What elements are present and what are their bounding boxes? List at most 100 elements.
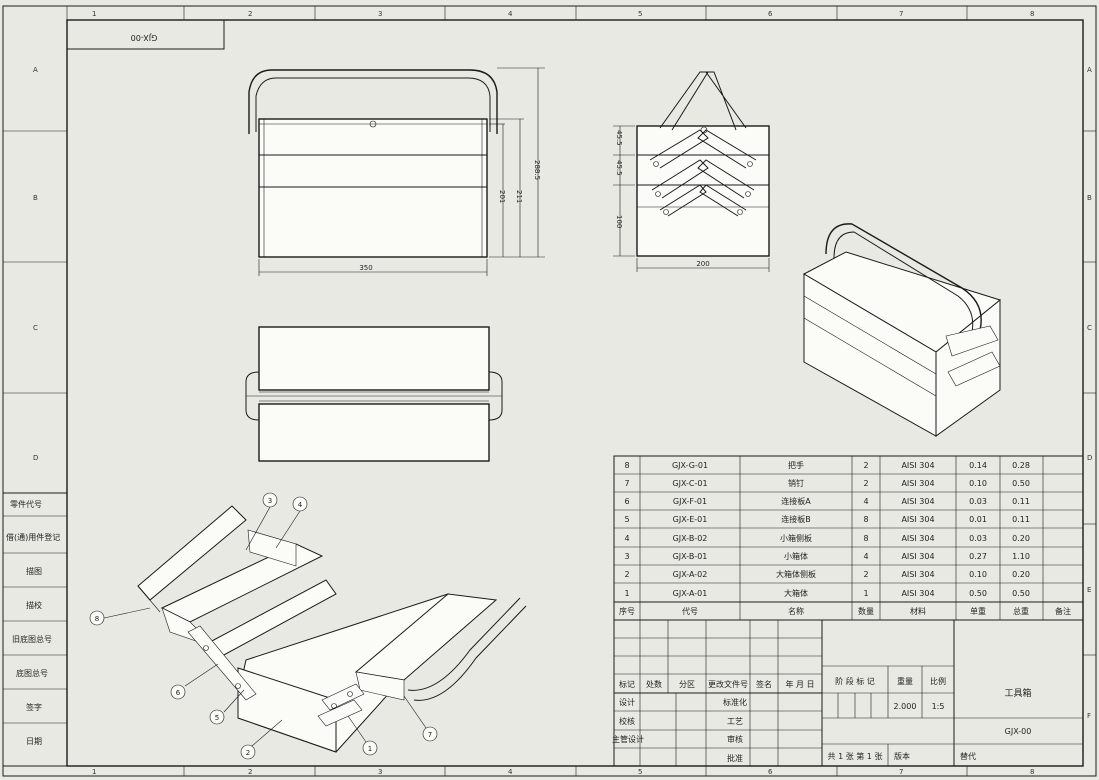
- dim-front-width: 350: [359, 264, 372, 272]
- tb-replace: 替代: [960, 751, 976, 761]
- bom-cell: 连接板A: [781, 496, 811, 506]
- balloon-1: [362, 740, 378, 756]
- balloon-3-label: 3: [268, 497, 272, 505]
- bom-cell: 5: [624, 515, 629, 524]
- tb-rev-h4: 签名: [756, 679, 772, 689]
- bom-cell: 4: [863, 552, 868, 561]
- left-zone-strip: A B C D: [3, 66, 67, 462]
- bom-cell: 7: [624, 479, 629, 488]
- bom-row-2: 6 GJX-F-01 连接板A 4 AISI 304 0.03 0.11: [624, 496, 1029, 506]
- bom-header-cell: 名称: [788, 606, 804, 616]
- bom-header-cell: 材料: [910, 606, 926, 616]
- balloon-2-label: 2: [246, 749, 250, 757]
- zone-right-a: A: [1087, 66, 1092, 74]
- bottom-zone-strip: 1 2 3 4 5 6 7 8: [92, 766, 1034, 776]
- balloon-1-label: 1: [368, 745, 372, 753]
- tb-rev-h0: 标记: [619, 679, 635, 689]
- bom-cell: 0.27: [969, 552, 987, 561]
- iso-closed-view: [802, 223, 1002, 437]
- panel-row-4: 底图总号: [16, 668, 48, 678]
- zone-top-6: 6: [768, 10, 773, 18]
- balloon-5-label: 5: [215, 714, 219, 722]
- bom-row-5: 3 GJX-B-01 小箱体 4 AISI 304 0.27 1.10: [624, 551, 1029, 561]
- bom-cell: 1: [624, 589, 629, 598]
- bom-cell: 0.20: [1012, 570, 1030, 579]
- bom-cell: 6: [624, 497, 629, 506]
- title-block: 标记 处数 分区 更改文件号 签名 年 月 日 设计 校核 主管设计 标准化 工…: [612, 619, 1084, 767]
- bom-cell: GJX-B-02: [673, 534, 708, 543]
- bom-cell: AISI 304: [901, 570, 934, 579]
- bom-header-cell: 代号: [682, 606, 698, 616]
- panel-row-0: 借(通)用件登记: [6, 532, 60, 542]
- bom-cell: 1.10: [1012, 552, 1030, 561]
- bom-cell: 小箱侧板: [780, 533, 812, 543]
- bom-cell: AISI 304: [901, 497, 934, 506]
- bom-cell: GJX-A-02: [673, 570, 708, 579]
- bom-cell: GJX-B-01: [673, 552, 708, 561]
- zone-right-f: F: [1087, 712, 1091, 720]
- zone-bottom-5: 5: [638, 768, 642, 776]
- bom-row-7: 1 GJX-A-01 大箱体 1 AISI 304 0.50 0.50: [624, 588, 1029, 598]
- bom-cell: AISI 304: [901, 461, 934, 470]
- dim-side-v1: 45.5: [615, 130, 623, 146]
- bom-cell: 连接板B: [781, 514, 811, 524]
- bom-cell: 8: [624, 461, 629, 470]
- zone-top-4: 4: [508, 10, 513, 18]
- zone-bottom-7: 7: [899, 768, 903, 776]
- bom-cell: GJX-E-01: [673, 515, 708, 524]
- tb-weight-value: 2.000: [894, 702, 917, 711]
- bom-cell: AISI 304: [901, 552, 934, 561]
- tb-sheets: 共 1 张 第 1 张: [828, 751, 883, 761]
- bom-cell: 2: [624, 570, 629, 579]
- balloon-8-label: 8: [95, 615, 99, 623]
- bom-cell: GJX-F-01: [673, 497, 707, 506]
- zone-bottom-3: 3: [378, 768, 382, 776]
- zone-left-d: D: [33, 454, 38, 462]
- zone-right-b: B: [1087, 194, 1092, 202]
- drawing-number: GJX-00: [1005, 727, 1032, 736]
- bom-cell: 0.01: [969, 515, 987, 524]
- zone-bottom-2: 2: [248, 768, 252, 776]
- panel-row-1: 描图: [26, 566, 42, 576]
- dim-front-h2: 211: [515, 190, 523, 203]
- bom-cell: 0.10: [969, 479, 987, 488]
- bom-header-cell: 数量: [858, 606, 874, 616]
- bom-cell: 0.14: [969, 461, 987, 470]
- tb-weight-label: 重量: [897, 676, 913, 686]
- tb-role2-2: 审核: [727, 734, 743, 744]
- balloon-7: [422, 726, 438, 742]
- bom-header-cell: 总重: [1013, 606, 1029, 616]
- bom-cell: AISI 304: [901, 534, 934, 543]
- zone-top-3: 3: [378, 10, 382, 18]
- bom-cell: 0.50: [969, 589, 987, 598]
- drawing-number-flipped: GJX-00: [131, 33, 158, 42]
- bom-cell: 8: [863, 515, 868, 524]
- bom-cell: AISI 304: [901, 589, 934, 598]
- bom-row-3: 5 GJX-E-01 连接板B 8 AISI 304 0.01 0.11: [624, 514, 1029, 524]
- bom-table: 8 GJX-G-01 把手 2 AISI 304 0.14 0.28 7 GJX…: [613, 455, 1084, 621]
- bom-cell: 0.10: [969, 570, 987, 579]
- tb-scale-value: 1:5: [932, 702, 945, 711]
- zone-top-8: 8: [1030, 10, 1034, 18]
- bom-cell: 1: [863, 589, 868, 598]
- balloon-6-label: 6: [176, 689, 181, 697]
- side-view: 200 45.5 45.5 100: [613, 71, 770, 272]
- zone-top-5: 5: [638, 10, 642, 18]
- bom-cell: 0.03: [969, 534, 987, 543]
- outer-border: [2, 5, 1097, 777]
- bom-cell: 3: [624, 552, 629, 561]
- bom-cell: 0.28: [1012, 461, 1030, 470]
- dim-front-h3: 288.5: [533, 160, 541, 180]
- bom-cell: 2: [863, 570, 868, 579]
- dim-side-v2: 45.5: [615, 160, 623, 176]
- bom-cell: GJX-A-01: [673, 589, 708, 598]
- bom-cell: 0.50: [1012, 479, 1030, 488]
- zone-right-e: E: [1087, 586, 1091, 594]
- front-view: 350 201 211 288.5: [248, 67, 545, 276]
- bom-cell: GJX-G-01: [672, 461, 708, 470]
- tb-version: 版本: [894, 751, 910, 761]
- panel-header: 零件代号: [10, 499, 42, 509]
- bom-cell: 把手: [788, 460, 804, 470]
- bom-row-1: 7 GJX-C-01 销钉 2 AISI 304 0.10 0.50: [624, 478, 1029, 488]
